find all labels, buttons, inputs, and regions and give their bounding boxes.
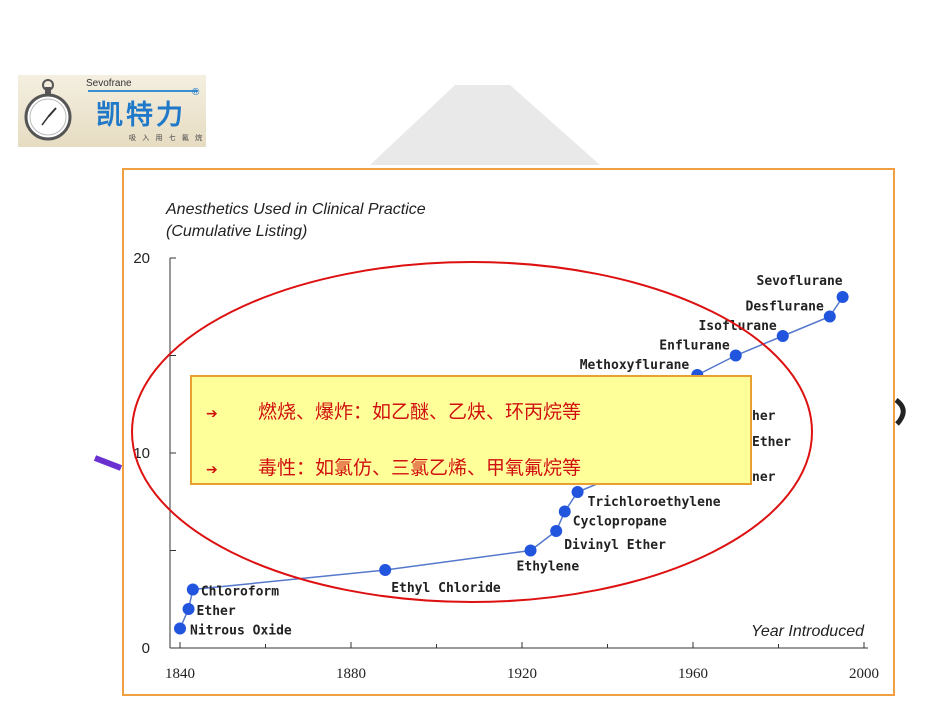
data-point (823, 310, 836, 323)
data-point (379, 564, 392, 576)
callout-item-text: 毒性：如氯仿、三氯乙烯、甲氧氟烷等 (258, 457, 582, 479)
callout-item-text: 燃烧、爆炸：如乙醚、乙炔、环丙烷等 (258, 401, 582, 423)
logo-divider (88, 90, 198, 92)
brand-logo: Sevofrane 凯特力 ® 吸 入 用 七 氟 烷 (18, 75, 206, 147)
data-point (550, 525, 563, 537)
data-point-label: Desflurane (746, 300, 824, 315)
data-point-label: Sevoflurane (757, 274, 843, 289)
data-point (571, 486, 584, 498)
data-point-label: Cyclopropane (573, 515, 667, 530)
arrow-right-icon: ➔ (206, 406, 218, 422)
callout-item: ➔ 燃烧、爆炸：如乙醚、乙炔、环丙烷等 (206, 397, 581, 424)
data-point-label: Methoxyflurane (580, 358, 690, 373)
logo-chinese-name: 凯特力 (96, 100, 186, 131)
logo-brand-text: Sevofrane (86, 78, 132, 89)
data-point (182, 603, 195, 615)
data-point (558, 505, 571, 518)
y-tick-label: 20 (133, 250, 150, 267)
x-tick-label: 2000 (849, 666, 879, 682)
data-point-label: Chloroform (201, 585, 279, 600)
partial-point-label: Ether (752, 435, 791, 450)
x-tick-label: 1840 (165, 666, 195, 682)
data-point-label: Ethyl Chloride (391, 581, 501, 596)
data-point (174, 622, 186, 635)
chart-subtitle: (Cumulative Listing) (166, 223, 307, 240)
background-purple-stroke (93, 455, 123, 471)
data-point-label: Nitrous Oxide (190, 624, 292, 639)
callout-item: ➔ 毒性：如氯仿、三氯乙烯、甲氧氟烷等 (206, 453, 581, 480)
background-dark-curve (894, 397, 906, 426)
x-tick-label: 1880 (336, 666, 366, 682)
arrow-right-icon: ➔ (206, 462, 218, 478)
y-tick-label: 10 (133, 445, 150, 462)
partial-point-label: her (752, 409, 776, 424)
callout-box: ➔ 燃烧、爆炸：如乙醚、乙炔、环丙烷等 ➔ 毒性：如氯仿、三氯乙烯、甲氧氟烷等 (190, 375, 752, 485)
data-point (729, 349, 742, 362)
chart-title: Anesthetics Used in Clinical Practice (165, 201, 426, 218)
x-tick-label: 1960 (678, 666, 708, 682)
data-point (524, 544, 537, 557)
y-tick-label: 0 (142, 640, 150, 657)
data-point-label: Enflurane (659, 339, 730, 354)
x-tick-label: 1920 (507, 666, 537, 682)
x-axis-label: Year Introduced (751, 623, 865, 640)
data-point (836, 291, 849, 303)
data-point (186, 583, 199, 596)
logo-subtitle: 吸 入 用 七 氟 烷 (129, 134, 205, 142)
data-point-label: Ether (197, 604, 236, 619)
logo-registered-mark: ® (192, 87, 200, 98)
data-point-label: Ethylene (517, 560, 580, 575)
data-point-label: Isoflurane (698, 319, 776, 334)
data-point-label: Divinyl Ether (564, 538, 666, 553)
stopwatch-icon (24, 79, 72, 141)
data-point-label: Trichloroethylene (588, 495, 721, 510)
partial-point-label: ner (752, 470, 776, 485)
data-point (776, 330, 789, 342)
background-gray-triangle (370, 85, 600, 165)
